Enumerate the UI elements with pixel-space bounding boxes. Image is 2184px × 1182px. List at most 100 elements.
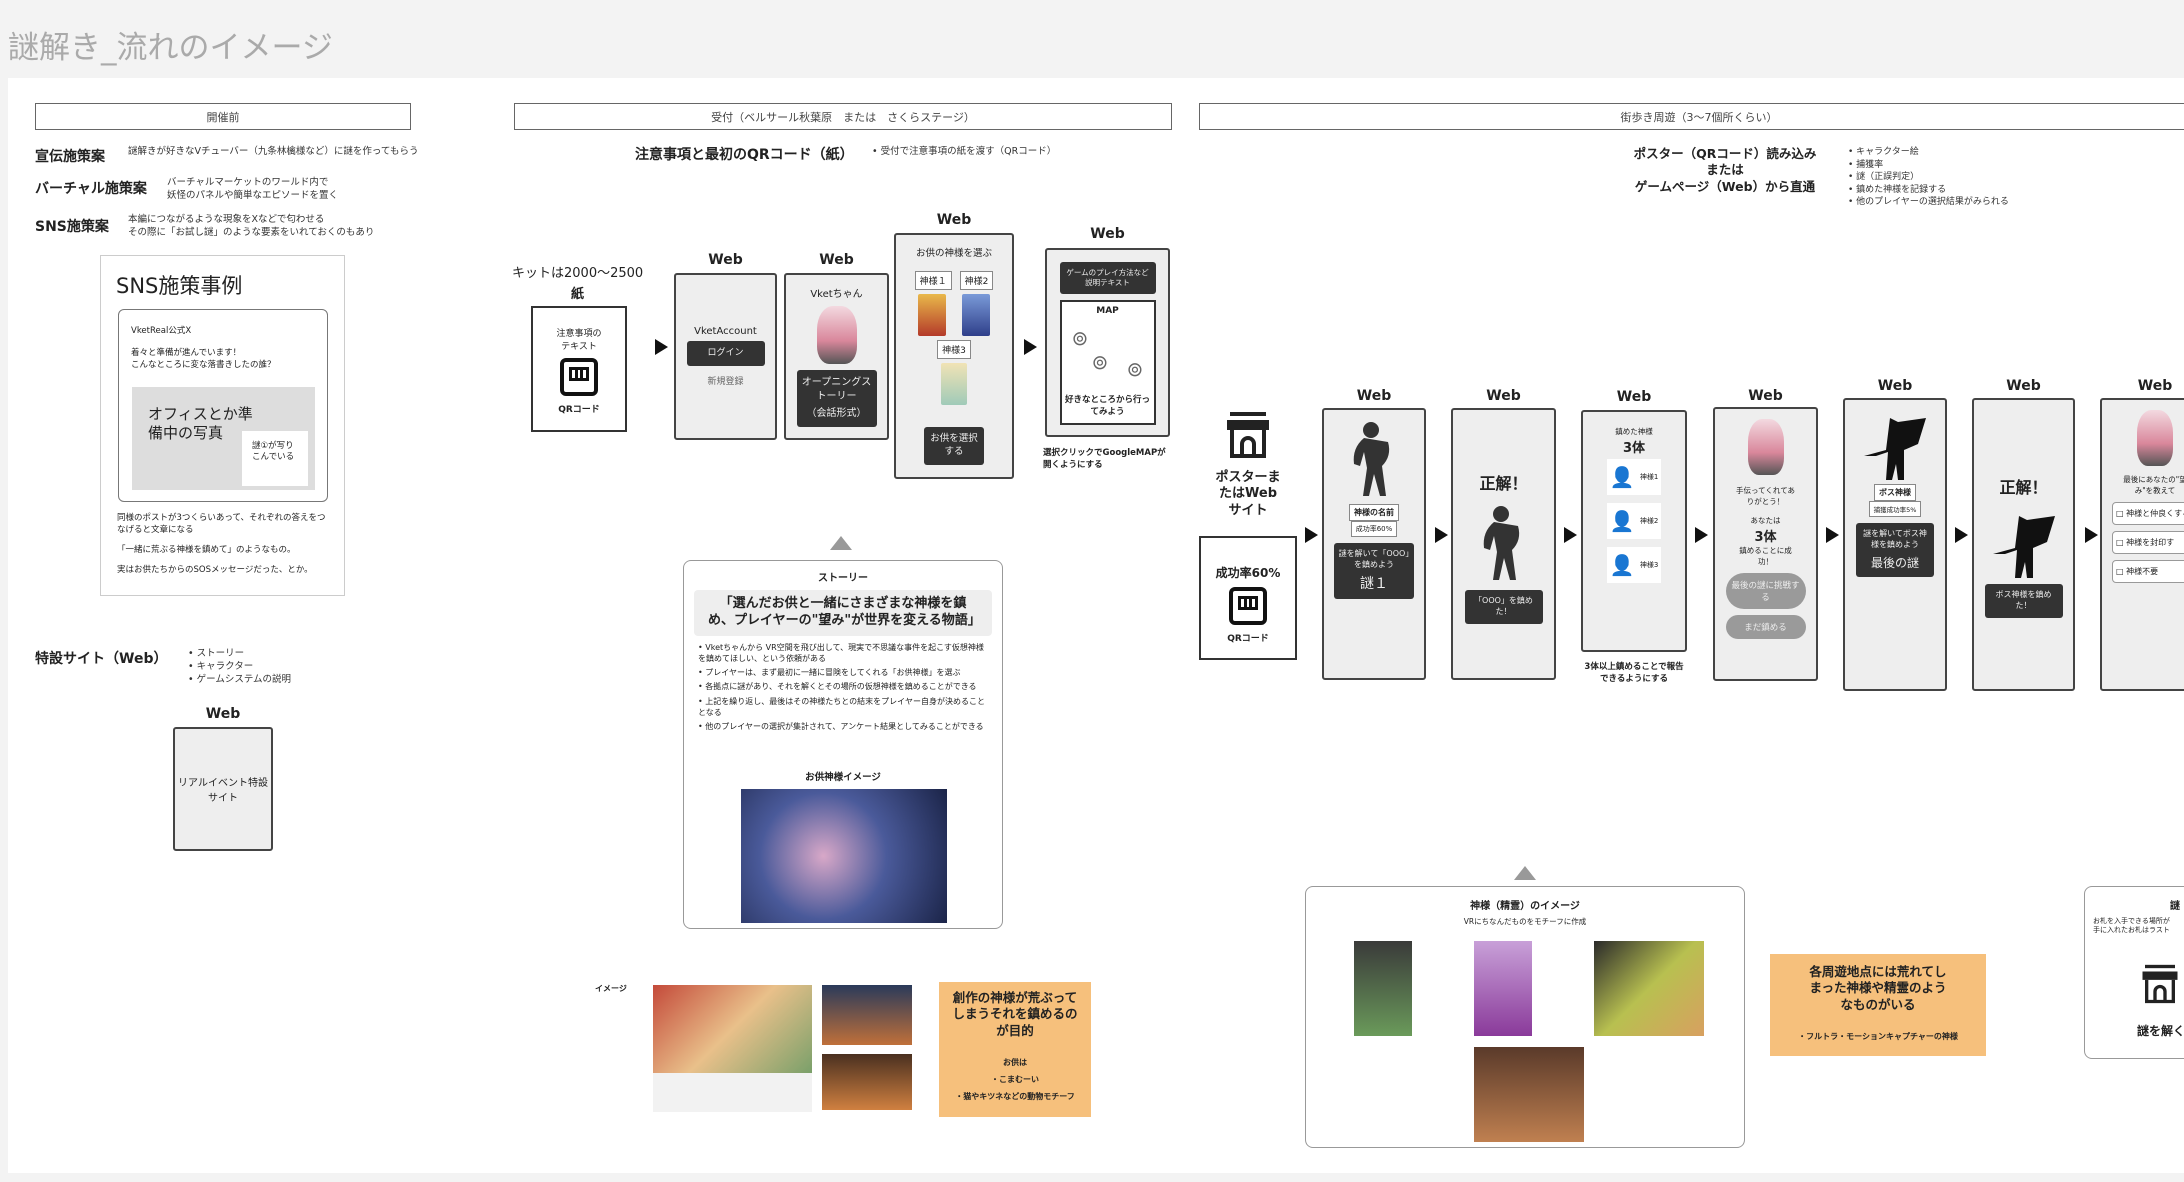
- arrow-right-icon: [1695, 527, 1708, 543]
- wish-option[interactable]: □ 神様と仲良くする: [2112, 502, 2184, 525]
- feature-item: 謎（正誤判定）: [1848, 171, 2009, 184]
- walk-features: キャラクター絵 捕獲率 謎（正誤判定） 鎮めた神様を記録する 他のプレイヤーの選…: [1848, 146, 2009, 209]
- desc-line: 「一緒に荒ぶる神様を鎮めて」のようなもの。: [117, 544, 296, 555]
- god-image: [918, 294, 946, 336]
- sns-example-title: SNS施策事例: [116, 274, 243, 298]
- feature-item: 他のプレイヤーの選択結果がみられる: [1848, 196, 2009, 209]
- help-text-box: ゲームのプレイ方法など説明テキスト: [1059, 262, 1156, 295]
- map-area[interactable]: MAP ⊚ ⊚ ⊚ 好きなところから行ってみよう: [1059, 300, 1156, 426]
- map-pin-icon[interactable]: ⊚: [1071, 326, 1089, 351]
- solve-riddle-label: 謎を解く: [2137, 1024, 2184, 1038]
- spots-note: 各周遊地点には荒れてしまった神様や精霊のようなものがいる ・フルトラ・モーション…: [1770, 954, 1986, 1056]
- walk-heading: ポスター（QRコード）読み込みまたはゲームページ（Web）から直通: [1620, 146, 1830, 195]
- tweet-account: VketReal公式X: [131, 326, 192, 336]
- map-pin-icon[interactable]: ⊚: [1091, 350, 1109, 375]
- wish-option[interactable]: □ 神様不要: [2112, 560, 2184, 583]
- correct-card: 正解！ 「OOO」を鎮めた！: [1451, 408, 1556, 680]
- section-header-walk: 街歩き周遊（3〜7個所くらい）: [1199, 103, 2184, 130]
- kit-price: キットは2000〜2500: [512, 266, 644, 281]
- tweet-photo-placeholder: オフィスとか準備中の写真 謎①が写りこんでいる: [132, 387, 315, 490]
- boss-riddle-card: ボス神様 捕獲成功率5% 謎を解いてボス神様を鎮めよう最後の謎: [1843, 398, 1947, 691]
- qr-label: QRコード: [558, 405, 600, 415]
- web-label: Web: [1877, 378, 1913, 394]
- god-art: [1474, 1047, 1584, 1142]
- web-label: Web: [1486, 388, 1521, 404]
- pacified-label: 鎮めた神様: [1615, 427, 1653, 436]
- riddle-note: 謎①が写りこんでいる: [242, 431, 308, 486]
- select-companion-button[interactable]: お供を選択する: [924, 427, 984, 465]
- feature-item: キャラクター絵: [1848, 146, 2009, 159]
- feature-item: 鎮めた神様を記録する: [1848, 184, 2009, 197]
- site-label: 特設サイト（Web）: [35, 651, 168, 667]
- wish-option[interactable]: □ 神様を封印す: [2112, 531, 2184, 554]
- map-pin-icon[interactable]: ⊚: [1126, 357, 1144, 382]
- god-chip[interactable]: 神様１: [914, 271, 952, 290]
- login-button[interactable]: ログイン: [686, 341, 765, 366]
- sns-example-desc: 同様のポストが3つくらいあって、それぞれの答えをつなげると文章になる 「一緒に荒…: [117, 513, 332, 577]
- person-icon: 👤: [1609, 509, 1635, 533]
- vket-chan-card: Vketちゃん オープニングストーリー（会話形式）: [784, 273, 889, 440]
- page-title: 謎解き_流れのイメージ: [8, 30, 333, 66]
- desc-line: 実はお供たちからのSOSメッセージだった、とか。: [117, 564, 313, 575]
- companion-image: [741, 789, 947, 923]
- you-text: あなたは: [1750, 516, 1781, 525]
- goal-item: ・猫やキツネなどの動物モチーフ: [955, 1091, 1075, 1101]
- image-label: イメージ: [595, 984, 627, 993]
- god-list-item: 👤神様3: [1607, 547, 1661, 583]
- god-silhouette-icon: [1483, 506, 1519, 580]
- god-chip[interactable]: 神様3: [937, 340, 971, 359]
- boss-riddle-box[interactable]: 謎を解いてボス神様を鎮めよう最後の謎: [1856, 523, 1934, 577]
- riddle-box[interactable]: 謎を解いて「OOO」を鎮めよう謎１: [1334, 543, 1414, 600]
- photo-caption: オフィスとか準備中の写真: [148, 405, 253, 442]
- scene-image: [822, 985, 912, 1045]
- story-item: Vketちゃんから VR空間を飛び出して、現実で不思議な事件を起こす仮想神様を鎮…: [698, 642, 988, 664]
- goal-sub: お供は: [1003, 1057, 1027, 1067]
- tweet-line: こんなところに変な落書きしたの誰？: [131, 359, 276, 370]
- riddle-prompt: 謎を解いて「OOO」を鎮めよう: [1338, 549, 1410, 569]
- capture-rate: 捕獲成功率5%: [1868, 501, 1922, 517]
- continue-button[interactable]: まだ鎮める: [1725, 615, 1806, 639]
- sns-label: SNS施策案: [35, 219, 109, 235]
- vket-account-label: VketAccount: [694, 326, 757, 338]
- result-count: 3体: [1754, 530, 1777, 545]
- opening-story-button[interactable]: オープニングストーリー （会話形式）: [796, 370, 877, 427]
- triangle-up-icon: [830, 536, 852, 550]
- story-item: 他のプレイヤーの選択が集計されて、アンケート結果としてみることができる: [698, 721, 988, 732]
- register-link[interactable]: 新規登録: [707, 376, 744, 387]
- correct-label: 正解！: [1999, 478, 2048, 497]
- web-label: Web: [708, 252, 743, 268]
- sns-desc-line: 本編につながるような現象をXなどで匂わせる: [128, 214, 325, 225]
- god-art: [1474, 941, 1532, 1036]
- vket-chan-avatar: [816, 306, 857, 364]
- scene-image: [653, 985, 812, 1073]
- pacified-count: 3体: [1622, 441, 1646, 456]
- store-icon: [2142, 964, 2178, 1004]
- special-site-card[interactable]: リアルイベント特設サイト: [173, 727, 273, 851]
- final-riddle-button[interactable]: 最後の謎に挑戦する: [1725, 573, 1806, 609]
- story-panel: ストーリー 「選んだお供と一緒にさまざまな神様を鎮め、プレイヤーの"望み"が世界…: [683, 560, 1003, 929]
- web-label: Web: [1616, 389, 1652, 405]
- format-label: （会話形式）: [806, 408, 867, 419]
- pacified-message: ボス神様を鎮めた！: [1984, 584, 2063, 618]
- map-label: MAP: [1096, 306, 1119, 317]
- story-item: プレイヤーは、まず最初に一緒に冒険をしてくれる「お供神様」を選ぶ: [698, 667, 988, 678]
- god-image: [941, 363, 967, 405]
- riddle-title: 最後の謎: [1870, 555, 1919, 570]
- story-items: Vketちゃんから VR空間を飛び出して、現実で不思議な事件を起こす仮想神様を鎮…: [684, 642, 1002, 732]
- god-chip[interactable]: 神様2: [959, 271, 994, 290]
- boss-correct-card: 正解！ ボス神様を鎮めた！: [1972, 398, 2075, 691]
- sns-desc: 本編につながるような現象をXなどで匂わせるその際に「お試し謎」のような要素をいれ…: [128, 214, 374, 240]
- web-label: Web: [1090, 226, 1125, 242]
- note-text: 受付で注意事項の紙を渡す（QRコード）: [880, 146, 1057, 157]
- sns-desc-line: その際に「お試し謎」のような要素をいれておくのもあり: [128, 226, 375, 238]
- opening-label: オープニングストーリー: [801, 377, 872, 402]
- paper-label: 紙: [571, 287, 585, 302]
- god-list-name: 神様1: [1639, 473, 1659, 481]
- pacified-list-card: 鎮めた神様 3体 👤神様1 👤神様2 👤神様3: [1581, 410, 1687, 652]
- site-item: ストーリー: [188, 648, 291, 661]
- heading-line: ポスター（QRコード）読み込み: [1633, 146, 1817, 161]
- site-items: ストーリー キャラクター ゲームシステムの説明: [188, 648, 291, 686]
- heading-line: ゲームページ（Web）から直通: [1634, 178, 1816, 194]
- reception-heading: 注意事項と最初のQRコード（紙）: [635, 147, 854, 163]
- thanks-text: 手伝ってくれてありがとう！: [1736, 486, 1795, 506]
